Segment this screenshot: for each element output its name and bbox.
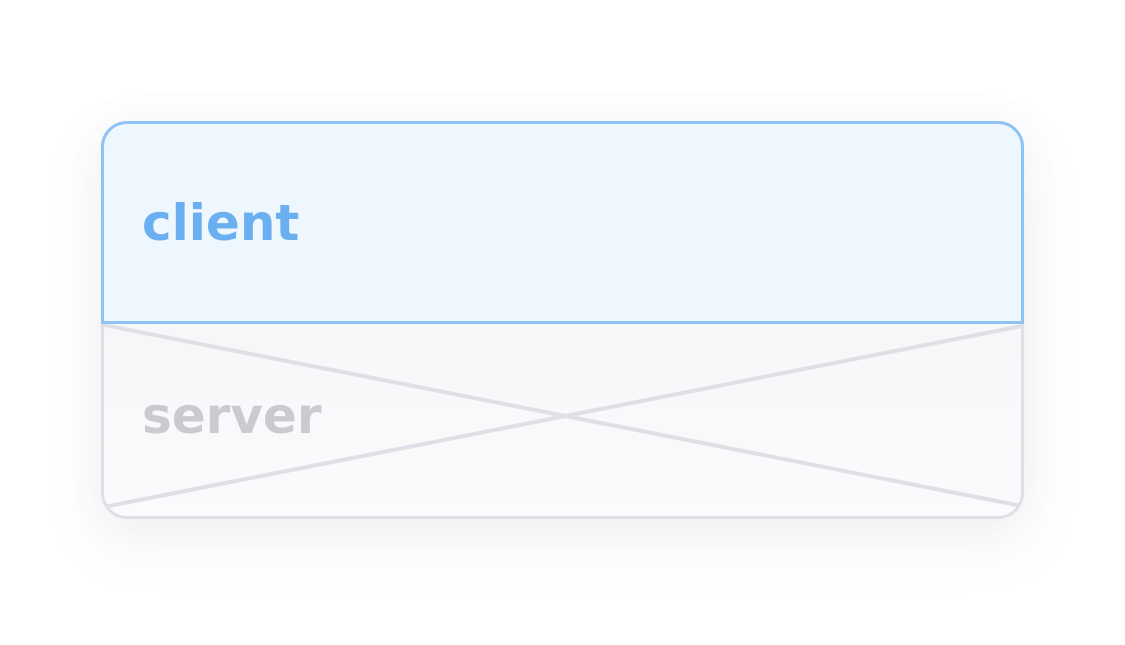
server-label: server (142, 387, 322, 445)
client-section: client (101, 121, 1024, 324)
server-section: server (101, 324, 1024, 519)
cross-line-ascending (104, 324, 1021, 509)
cross-out-mark (104, 324, 1021, 509)
client-label: client (142, 194, 300, 252)
client-server-card: client server (101, 121, 1024, 519)
